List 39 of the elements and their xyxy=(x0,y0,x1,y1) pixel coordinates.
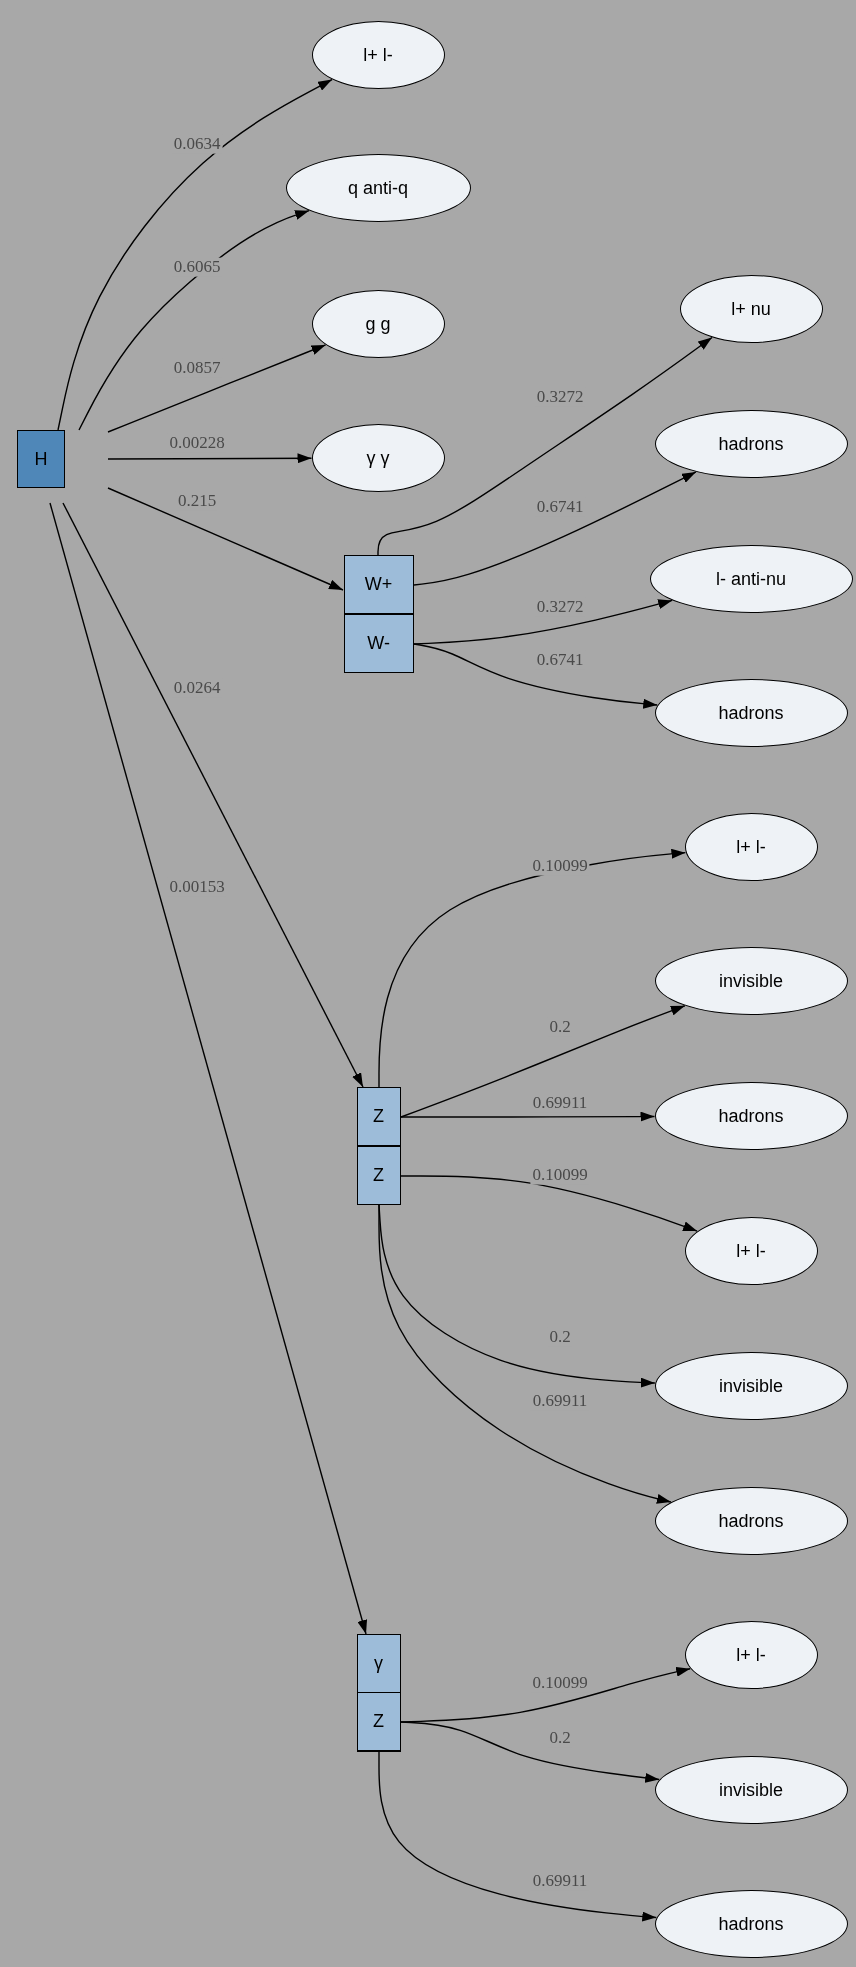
particle-ellipse: hadrons xyxy=(654,410,848,478)
arrow xyxy=(378,1204,672,1504)
arrow xyxy=(57,78,333,431)
arrow xyxy=(107,344,327,433)
particle-ellipse: l- anti-nu xyxy=(649,545,853,613)
arrow xyxy=(413,471,697,586)
particle-box: H xyxy=(17,430,65,488)
arrow xyxy=(413,599,673,645)
particle-ellipse: hadrons xyxy=(654,1082,848,1150)
particle-ellipse: l+ nu xyxy=(679,275,823,343)
arrow xyxy=(413,643,658,709)
particle-ellipse: l+ l- xyxy=(684,813,818,881)
arrow xyxy=(378,1750,657,1922)
particle-ellipse: invisible xyxy=(654,1352,848,1420)
arrow xyxy=(62,502,364,1088)
particle-ellipse: hadrons xyxy=(654,1890,848,1958)
arrow xyxy=(400,1721,660,1783)
arrow xyxy=(400,1111,656,1122)
record-box xyxy=(357,1634,401,1752)
particle-ellipse: invisible xyxy=(654,947,848,1015)
arrow xyxy=(107,487,344,591)
arrow xyxy=(377,336,713,557)
record-field: Z xyxy=(356,1087,401,1147)
particle-ellipse: l+ l- xyxy=(684,1621,818,1689)
edge-label: 0.6065 xyxy=(171,257,223,277)
record-field: W+ xyxy=(343,555,414,615)
arrow xyxy=(400,1175,698,1232)
arrow xyxy=(78,209,310,431)
particle-ellipse: γ γ xyxy=(311,424,445,492)
particle-ellipse: q anti-q xyxy=(285,154,471,222)
particle-ellipse: invisible xyxy=(654,1756,848,1824)
particle-ellipse: l+ l- xyxy=(311,21,445,89)
arrow xyxy=(107,453,313,464)
particle-ellipse: g g xyxy=(311,290,445,358)
particle-ellipse: hadrons xyxy=(654,679,848,747)
particle-ellipse: l+ l- xyxy=(684,1217,818,1285)
particle-ellipse: hadrons xyxy=(654,1487,848,1555)
arrow xyxy=(49,502,368,1635)
arrow xyxy=(400,1005,686,1118)
